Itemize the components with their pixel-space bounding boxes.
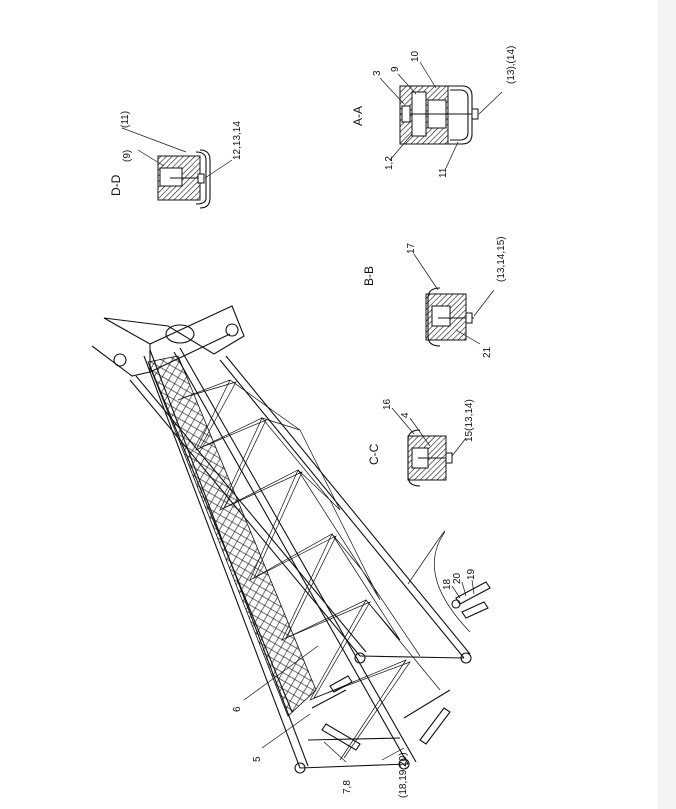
- callout-dd-9: (9): [122, 150, 133, 162]
- callout-aa-9: 9: [390, 66, 401, 72]
- callout-main-18-19-20: (18,19,20): [398, 752, 409, 798]
- callout-main-19: 19: [466, 568, 477, 580]
- callout-bb-21: 21: [482, 346, 493, 358]
- section-title-bb: B-B: [362, 266, 376, 286]
- drawing-sheet: A-A B-B C-C D-D 3 9 10 (13),(14) 1,2 11 …: [91, 45, 517, 798]
- callout-aa-11: 11: [438, 167, 449, 178]
- callout-cc-4: 4: [400, 412, 411, 418]
- callout-dd-12-13-14: 12,13,14: [232, 121, 243, 160]
- section-aa-detail: [379, 61, 503, 169]
- section-title-cc: C-C: [367, 443, 381, 465]
- callout-aa-1-2: 1,2: [384, 156, 395, 170]
- callout-bb-17: 17: [406, 242, 417, 254]
- section-title-dd: D-D: [109, 174, 123, 196]
- section-cc-detail: [391, 407, 467, 487]
- callout-main-18: 18: [442, 578, 453, 590]
- section-bb-detail: [413, 253, 495, 347]
- callout-main-6: 6: [232, 706, 243, 712]
- callout-dd-11: (11): [120, 111, 131, 128]
- callout-aa-10: 10: [410, 50, 421, 62]
- callout-cc-16: 16: [382, 398, 393, 410]
- callout-aa-3: 3: [372, 70, 383, 76]
- callout-cc-15: 15(13,14): [464, 399, 475, 442]
- callout-main-20: 20: [452, 572, 463, 584]
- section-dd-detail: [121, 127, 233, 209]
- callout-main-7-8: 7,8: [342, 780, 353, 794]
- page-margin-strip: [658, 0, 676, 809]
- section-title-aa: A-A: [351, 106, 365, 126]
- callout-aa-13-14: (13),(14): [506, 46, 517, 84]
- callout-bb-13-14-15: (13,14,15): [496, 236, 507, 282]
- boom-lattice-structure: [91, 305, 491, 774]
- callout-main-5: 5: [252, 756, 263, 762]
